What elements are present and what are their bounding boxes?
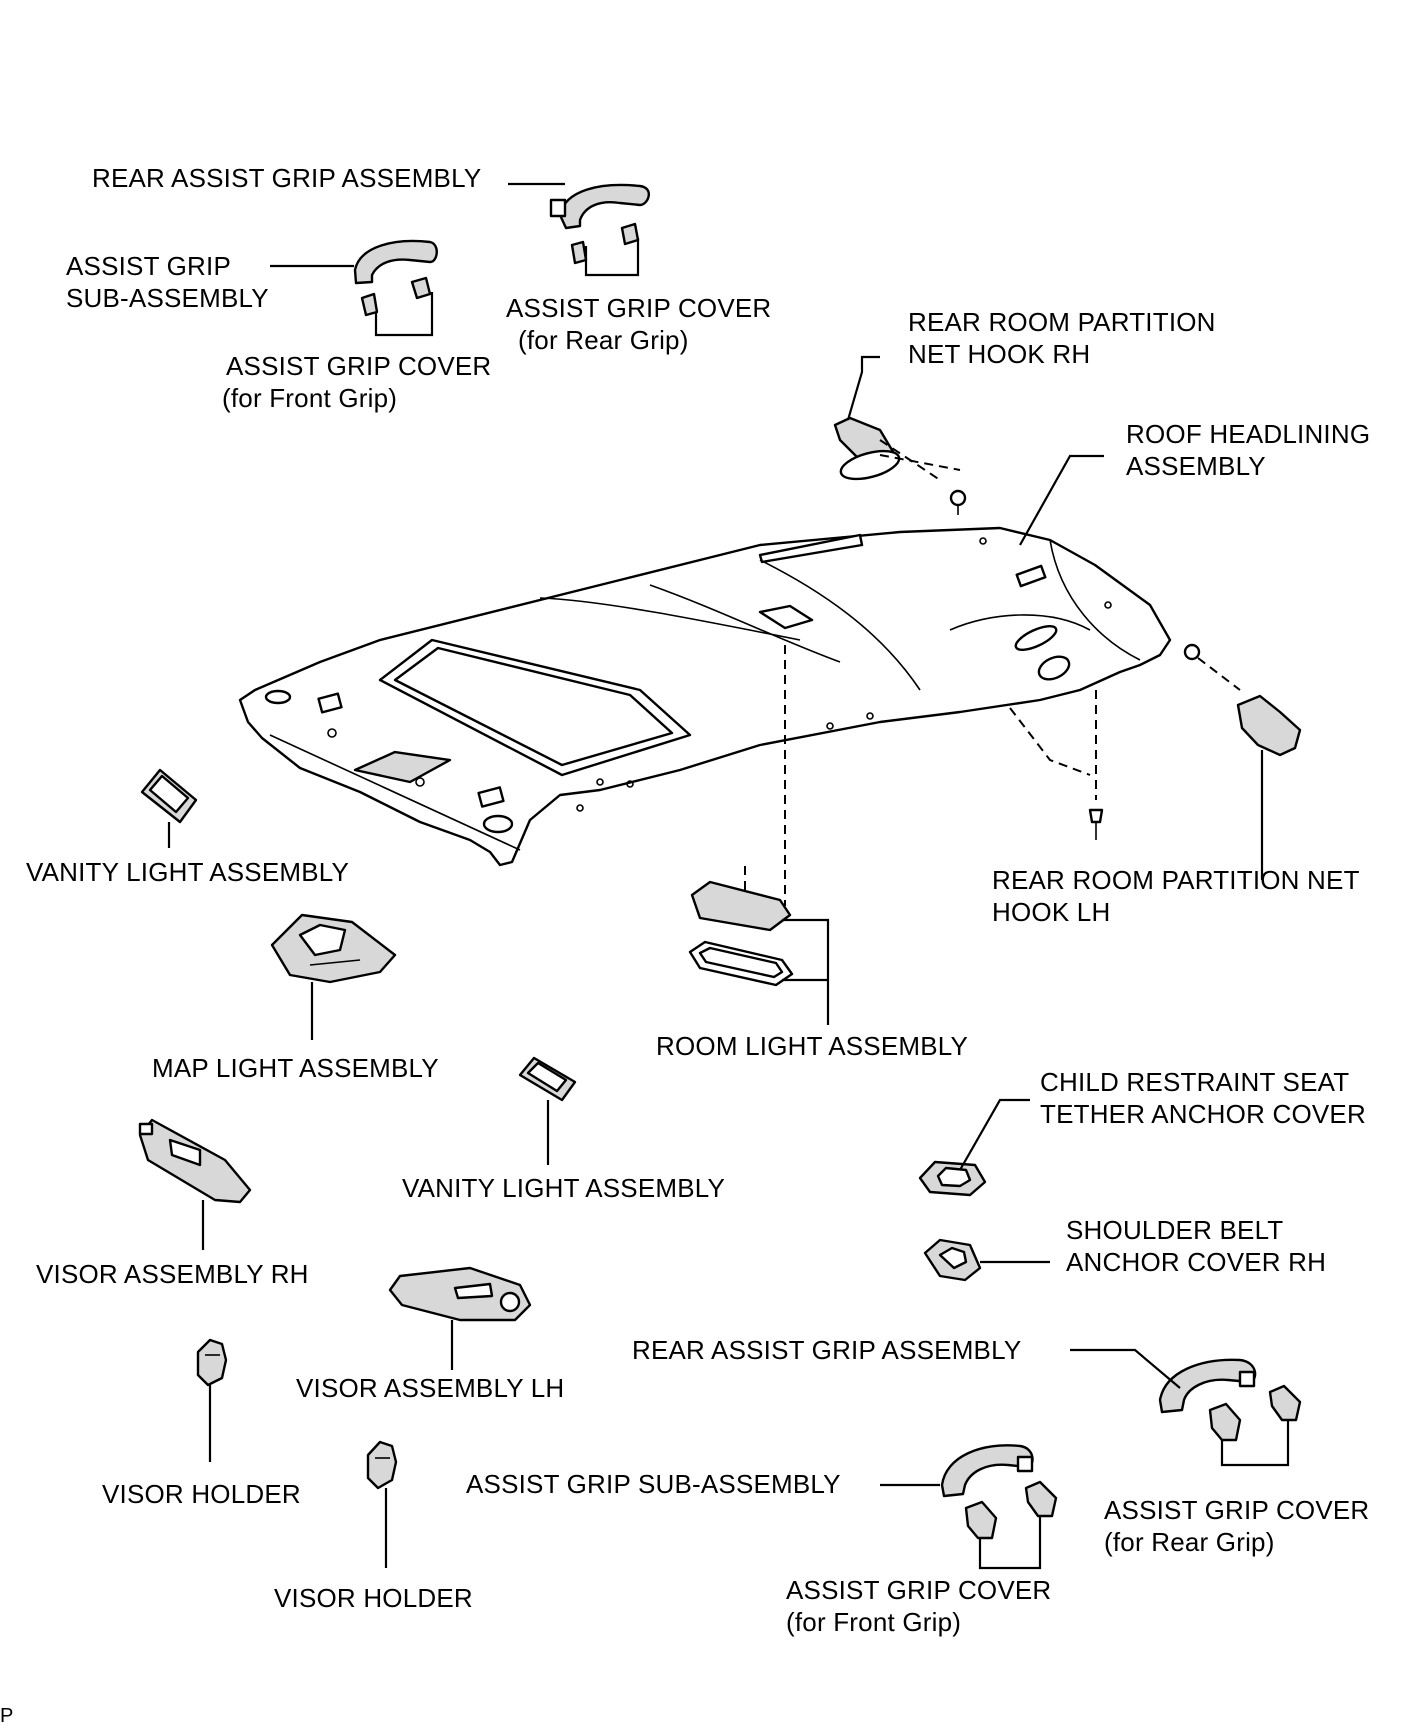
room-light-drawing: [688, 645, 794, 987]
rear-assist-grip-bottom-drawing: [1158, 1358, 1302, 1442]
label-assist-grip-sub-top: ASSIST GRIP SUB-ASSEMBLY: [66, 250, 269, 314]
label-assist-grip-cover-front-top: ASSIST GRIP COVER (for Front Grip): [222, 350, 491, 414]
label-visor-lh: VISOR ASSEMBLY LH: [296, 1373, 565, 1403]
visor-holder-left-drawing: [196, 1338, 228, 1387]
label-roof-headlining: ROOF HEADLINING ASSEMBLY: [1126, 418, 1370, 482]
net-hook-rh-drawing: [833, 416, 967, 515]
label-line: (for Front Grip): [786, 1607, 962, 1637]
shoulder-belt-cover-drawing: [923, 1238, 982, 1282]
footer-code: P: [0, 1705, 14, 1727]
label-line: HOOK LH: [992, 897, 1111, 927]
label-assist-grip-cover-rear-top: ASSIST GRIP COVER (for Rear Grip): [506, 292, 771, 356]
label-visor-holder-center: VISOR HOLDER: [274, 1583, 473, 1613]
label-line: ANCHOR COVER RH: [1066, 1247, 1327, 1277]
label-net-hook-lh: REAR ROOM PARTITION NET HOOK LH: [992, 864, 1360, 928]
label-line: ASSIST GRIP COVER: [1104, 1495, 1370, 1525]
label-line: ASSIST GRIP COVER: [226, 351, 492, 381]
label-visor-holder-left: VISOR HOLDER: [102, 1479, 301, 1509]
label-line: TETHER ANCHOR COVER: [1040, 1099, 1366, 1129]
visor-rh-drawing: [138, 1118, 252, 1204]
vanity-light-center-drawing: [518, 1056, 577, 1102]
label-line: ASSIST GRIP: [66, 251, 231, 281]
label-assist-grip-cover-rear-bottom: ASSIST GRIP COVER (for Rear Grip): [1104, 1494, 1369, 1558]
label-child-restraint: CHILD RESTRAINT SEAT TETHER ANCHOR COVER: [1040, 1066, 1366, 1130]
label-visor-rh: VISOR ASSEMBLY RH: [36, 1259, 309, 1289]
child-restraint-cover-drawing: [918, 1160, 987, 1197]
label-shoulder-belt: SHOULDER BELT ANCHOR COVER RH: [1066, 1214, 1326, 1278]
leader-lines: [167, 182, 1290, 1570]
label-line: (for Rear Grip): [1104, 1527, 1275, 1557]
label-room-light: ROOM LIGHT ASSEMBLY: [656, 1031, 969, 1061]
label-line: ASSIST GRIP COVER: [786, 1575, 1052, 1605]
visor-holder-center-drawing: [366, 1440, 398, 1490]
label-line: NET HOOK RH: [908, 339, 1091, 369]
label-assist-grip-sub-bottom: ASSIST GRIP SUB-ASSEMBLY: [466, 1469, 841, 1499]
net-hook-lh-drawing: [1009, 643, 1302, 840]
label-line: CHILD RESTRAINT SEAT: [1040, 1067, 1350, 1097]
visor-lh-drawing: [388, 1266, 532, 1322]
label-line: (for Front Grip): [222, 383, 398, 413]
label-line: ASSIST GRIP COVER: [506, 293, 772, 323]
rear-assist-grip-top-drawing: [549, 183, 650, 265]
label-vanity-light-center: VANITY LIGHT ASSEMBLY: [402, 1173, 726, 1203]
label-line: ASSEMBLY: [1126, 451, 1266, 481]
assist-grip-sub-top-drawing: [353, 239, 438, 317]
label-line: REAR ROOM PARTITION NET: [992, 865, 1360, 895]
label-rear-assist-grip-bottom: REAR ASSIST GRIP ASSEMBLY: [632, 1335, 1022, 1365]
roof-headlining-panel: [238, 526, 1172, 867]
label-net-hook-rh: REAR ROOM PARTITION NET HOOK RH: [908, 306, 1216, 370]
label-line: SHOULDER BELT: [1066, 1215, 1284, 1245]
map-light-drawing: [270, 913, 397, 984]
label-assist-grip-cover-front-bottom: ASSIST GRIP COVER (for Front Grip): [786, 1574, 1051, 1638]
label-vanity-light-left: VANITY LIGHT ASSEMBLY: [26, 857, 350, 887]
label-map-light: MAP LIGHT ASSEMBLY: [152, 1053, 439, 1083]
label-line: REAR ROOM PARTITION: [908, 307, 1216, 337]
assist-grip-sub-bottom-drawing: [940, 1444, 1058, 1540]
label-line: (for Rear Grip): [518, 325, 689, 355]
label-line: SUB-ASSEMBLY: [66, 283, 269, 313]
label-rear-assist-grip-top: REAR ASSIST GRIP ASSEMBLY: [92, 163, 482, 193]
label-line: ROOF HEADLINING: [1126, 419, 1371, 449]
vanity-light-left-drawing: [140, 768, 198, 824]
